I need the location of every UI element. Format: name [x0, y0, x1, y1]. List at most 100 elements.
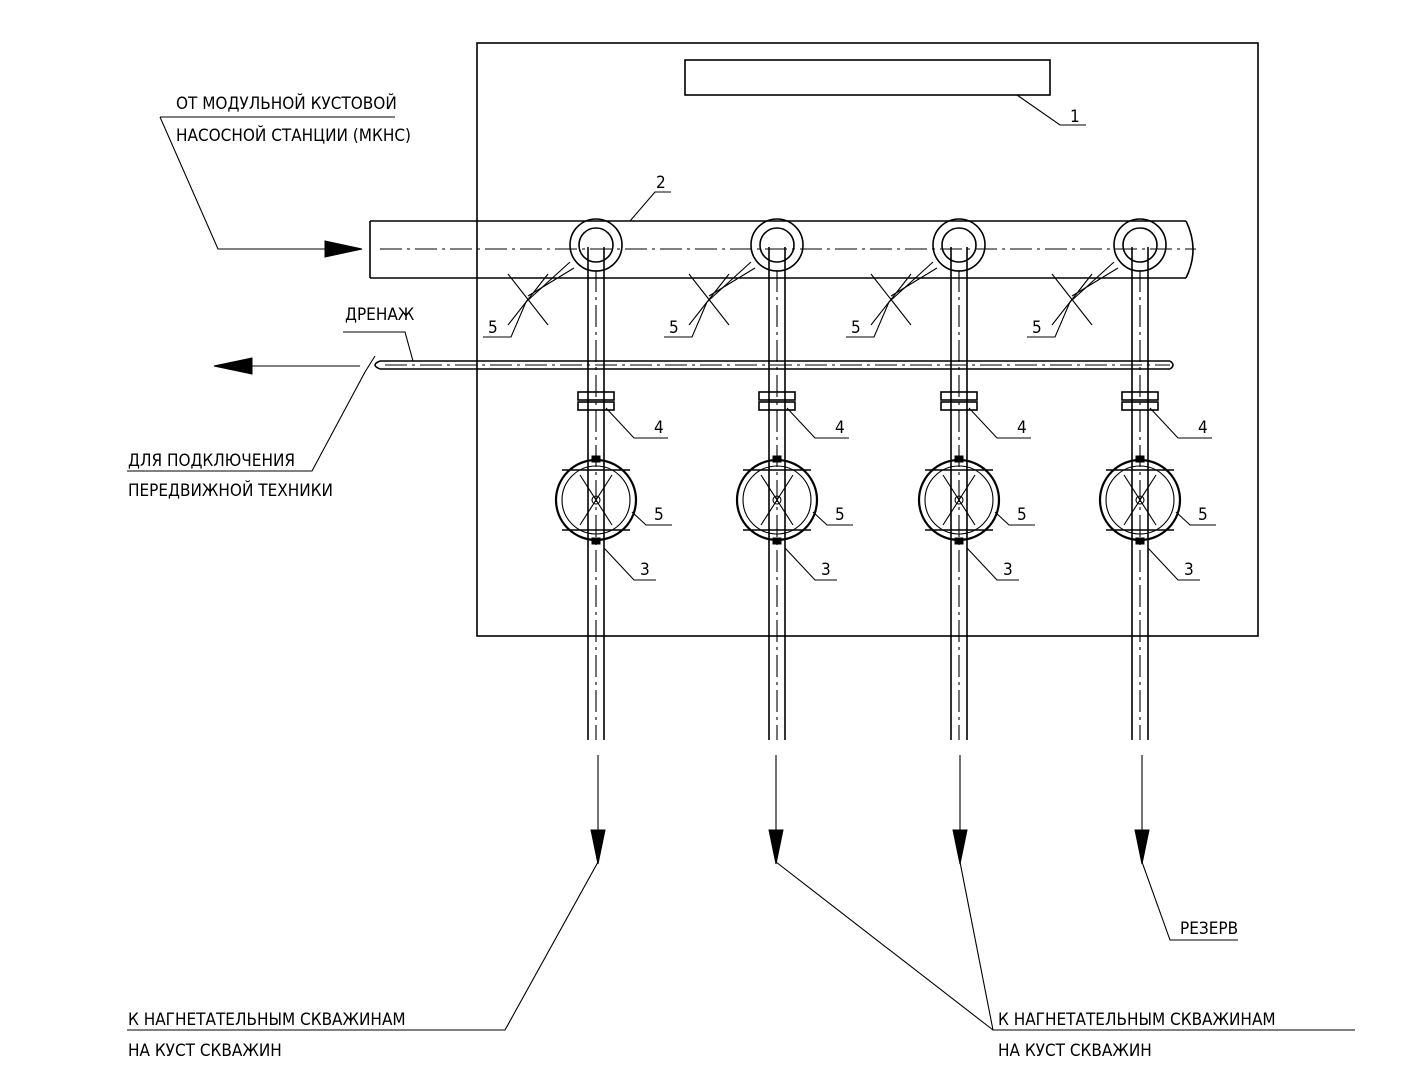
callout-4: 4 — [654, 418, 664, 438]
wells-left-label-line1: К НАГНЕТАТЕЛЬНЫМ СКВАЖИНАМ — [128, 1010, 406, 1030]
branch: 5 4 5 3 — [1027, 218, 1216, 740]
tee-inner — [759, 227, 795, 263]
callout-5-valve: 5 — [835, 505, 845, 525]
wells-right-label-line1: К НАГНЕТАТЕЛЬНЫМ СКВАЖИНАМ — [998, 1010, 1276, 1030]
valve-disc — [942, 474, 976, 526]
callout-2-label: 2 — [656, 173, 666, 193]
valve-lug — [591, 537, 601, 545]
valve-inner — [742, 465, 812, 535]
supply-label-line1: ОТ МОДУЛЬНОЙ КУСТОВОЙ — [176, 92, 397, 114]
callout-3: 3 — [821, 560, 831, 580]
well-arrow-icon — [768, 829, 784, 865]
valve-inner — [561, 465, 631, 535]
callout-4-leader — [1149, 407, 1212, 439]
block-outline — [476, 42, 1259, 637]
callout-4: 4 — [1198, 418, 1208, 438]
callout-2-leader — [629, 191, 671, 222]
flange-top — [1121, 391, 1159, 401]
wells-right-leader-b — [959, 861, 1355, 1031]
tee-inner — [941, 227, 977, 263]
callout-4-leader — [786, 407, 849, 439]
valve-lug — [772, 455, 782, 463]
tee-inner — [1122, 227, 1158, 263]
callout-5-valve-leader — [994, 511, 1035, 526]
well-arrows — [590, 755, 1150, 865]
callout-3: 3 — [640, 560, 650, 580]
callout-5-valve-leader — [812, 511, 853, 526]
supply-pointer — [159, 116, 325, 250]
flange-bottom — [577, 401, 615, 411]
callout-5-upper: 5 — [669, 318, 679, 338]
valve-lug — [772, 537, 782, 545]
flange-bottom — [940, 401, 978, 411]
callout-5-valve: 5 — [654, 505, 664, 525]
valve-hub — [1135, 495, 1145, 505]
flange-bottom — [1121, 401, 1159, 411]
valve-disc — [760, 474, 794, 526]
tee-outer — [750, 218, 804, 272]
tee-outer — [932, 218, 986, 272]
callout-3: 3 — [1003, 560, 1013, 580]
valve-inner — [1105, 465, 1175, 535]
callout-5-upper-leader — [708, 267, 756, 297]
supply-arrow-icon — [324, 240, 363, 258]
mobile-leader — [127, 355, 376, 472]
wells-right-label-line2: НА КУСТ СКВАЖИН — [998, 1041, 1152, 1061]
callout-4: 4 — [835, 418, 845, 438]
callout-5-valve-leader — [631, 511, 672, 526]
callout-5-upper-leader — [664, 261, 752, 338]
callout-5-upper-leader — [846, 261, 934, 338]
valve-lug — [1135, 455, 1145, 463]
wells-left-leader — [127, 861, 599, 1031]
valve-lug — [1135, 537, 1145, 545]
reserve-label: РЕЗЕРВ — [1180, 919, 1238, 939]
callout-1-label: 1 — [1070, 107, 1080, 127]
reserve-leader — [1141, 861, 1238, 941]
drain-pipe — [374, 360, 1174, 370]
callout-5-valve: 5 — [1017, 505, 1027, 525]
valve-hub — [591, 495, 601, 505]
callout-5-valve: 5 — [1198, 505, 1208, 525]
callout-5-upper: 5 — [851, 318, 861, 338]
callout-5-upper-leader — [1027, 261, 1115, 338]
drain-label: ДРЕНАЖ — [345, 305, 415, 325]
callout-4: 4 — [1017, 418, 1027, 438]
valve-lug — [954, 455, 964, 463]
callout-5-valve-leader — [1175, 511, 1216, 526]
callout-4-leader — [605, 407, 668, 439]
mobile-label-line2: ПЕРЕДВИЖНОЙ ТЕХНИКИ — [128, 479, 333, 501]
tee-inner — [578, 227, 614, 263]
valve-disc — [579, 474, 613, 526]
mobile-label-line1: ДЛЯ ПОДКЛЮЧЕНИЯ — [128, 451, 295, 471]
valve-lug — [591, 455, 601, 463]
callout-3-leader — [1147, 547, 1200, 581]
valve-inner — [924, 465, 994, 535]
callout-5-upper-leader — [483, 261, 571, 338]
wells-right-leader-a — [775, 861, 994, 1031]
callout-5-upper-leader — [527, 267, 575, 297]
valve-hub — [954, 495, 964, 505]
callout-3-leader — [784, 547, 837, 581]
valve-disc — [1123, 474, 1157, 526]
callout-3-leader — [966, 547, 1019, 581]
flange-top — [940, 391, 978, 401]
tee-outer — [569, 218, 623, 272]
drain-arrow-icon — [213, 357, 253, 375]
manifold-header — [369, 220, 1196, 279]
tee-outer — [1113, 218, 1167, 272]
well-arrow-icon — [1134, 829, 1150, 865]
drain-leader — [343, 331, 414, 362]
callout-3: 3 — [1184, 560, 1194, 580]
valve-hub — [772, 495, 782, 505]
callout-5-upper: 5 — [1032, 318, 1042, 338]
flange-bottom — [758, 401, 796, 411]
well-arrow-icon — [590, 829, 606, 865]
valve-lug — [954, 537, 964, 545]
callout-4-leader — [968, 407, 1031, 439]
nameplate — [684, 59, 1051, 96]
callout-1-leader — [1016, 94, 1086, 126]
supply-label-line2: НАСОСНОЙ СТАНЦИИ (МКНС) — [176, 124, 411, 146]
